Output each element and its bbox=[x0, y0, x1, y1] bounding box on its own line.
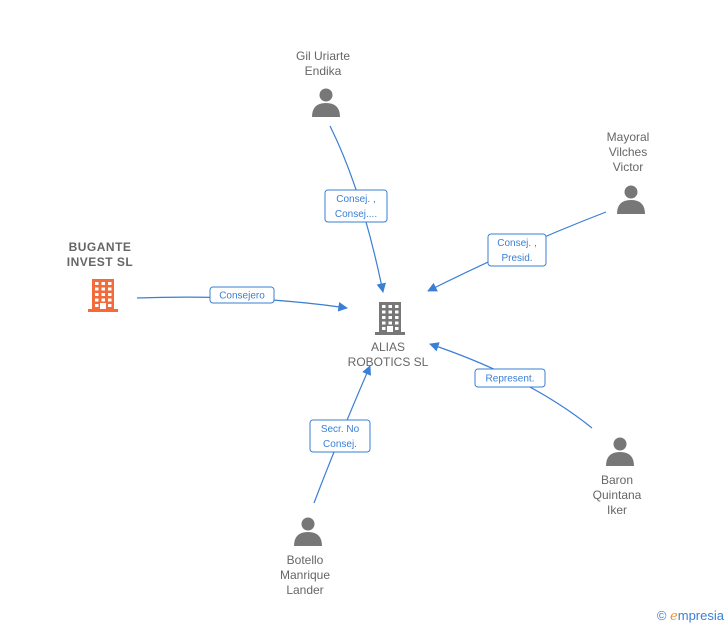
edge-botello: Secr. No Consej. bbox=[309, 365, 371, 504]
center-company-name-line: ALIAS bbox=[371, 340, 405, 354]
person-name-line: Vilches bbox=[609, 145, 647, 159]
building-icon[interactable] bbox=[375, 302, 405, 335]
copyright-symbol: © bbox=[656, 608, 667, 623]
brand-initial: e bbox=[670, 609, 678, 624]
building-icon[interactable] bbox=[88, 279, 118, 312]
edge-label-line: Consej. , bbox=[497, 238, 536, 249]
center-company-name-line: ROBOTICS SL bbox=[348, 355, 429, 369]
person-name-line: Endika bbox=[305, 64, 342, 78]
person-name-line: Gil Uriarte bbox=[296, 49, 350, 63]
person-name-line: Quintana bbox=[593, 488, 642, 502]
edge-label-box[interactable] bbox=[209, 286, 275, 304]
person-name-line: Iker bbox=[607, 503, 627, 517]
person-name-line: Lander bbox=[286, 583, 323, 597]
company-name-line: INVEST SL bbox=[67, 255, 134, 269]
edge-label: Consej. , Consej.... bbox=[335, 194, 377, 220]
edge-label-line: Represent. bbox=[486, 374, 535, 385]
watermark: © empresia bbox=[657, 608, 724, 624]
edge-label-line: Secr. No bbox=[321, 424, 360, 435]
company-name-line: BUGANTE bbox=[69, 240, 132, 254]
edge-label: Consej. , Presid. bbox=[497, 238, 536, 264]
edge-label-box[interactable] bbox=[309, 419, 371, 453]
edge-label-line: Consej. , bbox=[336, 194, 375, 205]
person-name-line: Victor bbox=[613, 160, 643, 174]
person-name-line: Manrique bbox=[280, 568, 330, 582]
edge-baron: Represent. bbox=[429, 342, 593, 429]
edge-label: Represent. bbox=[486, 374, 535, 385]
edge-label-line: Presid. bbox=[501, 253, 532, 264]
edge-label-line: Consejero bbox=[219, 291, 265, 302]
edge-label-box[interactable] bbox=[487, 233, 547, 267]
edge-bugante: Consejero bbox=[136, 286, 348, 312]
person-icon[interactable] bbox=[312, 88, 340, 118]
edge-label: Consejero bbox=[219, 291, 265, 302]
edge-label-line: Consej.... bbox=[335, 209, 377, 220]
edge-gil: Consej. , Consej.... bbox=[324, 125, 388, 293]
edge-label-box[interactable] bbox=[474, 368, 546, 388]
person-icon[interactable] bbox=[606, 437, 634, 467]
edge-label: Secr. No Consej. bbox=[321, 424, 360, 450]
person-icon[interactable] bbox=[294, 517, 322, 547]
person-name-line: Baron bbox=[601, 473, 633, 487]
brand-name: mpresia bbox=[677, 608, 724, 623]
edge-label-box[interactable] bbox=[324, 189, 388, 223]
person-name-line: Botello bbox=[287, 553, 324, 567]
person-name-line: Mayoral bbox=[607, 130, 650, 144]
edge-label-line: Consej. bbox=[323, 439, 357, 450]
edge-mayoral: Consej. , Presid. bbox=[427, 211, 607, 292]
person-icon[interactable] bbox=[617, 185, 645, 215]
